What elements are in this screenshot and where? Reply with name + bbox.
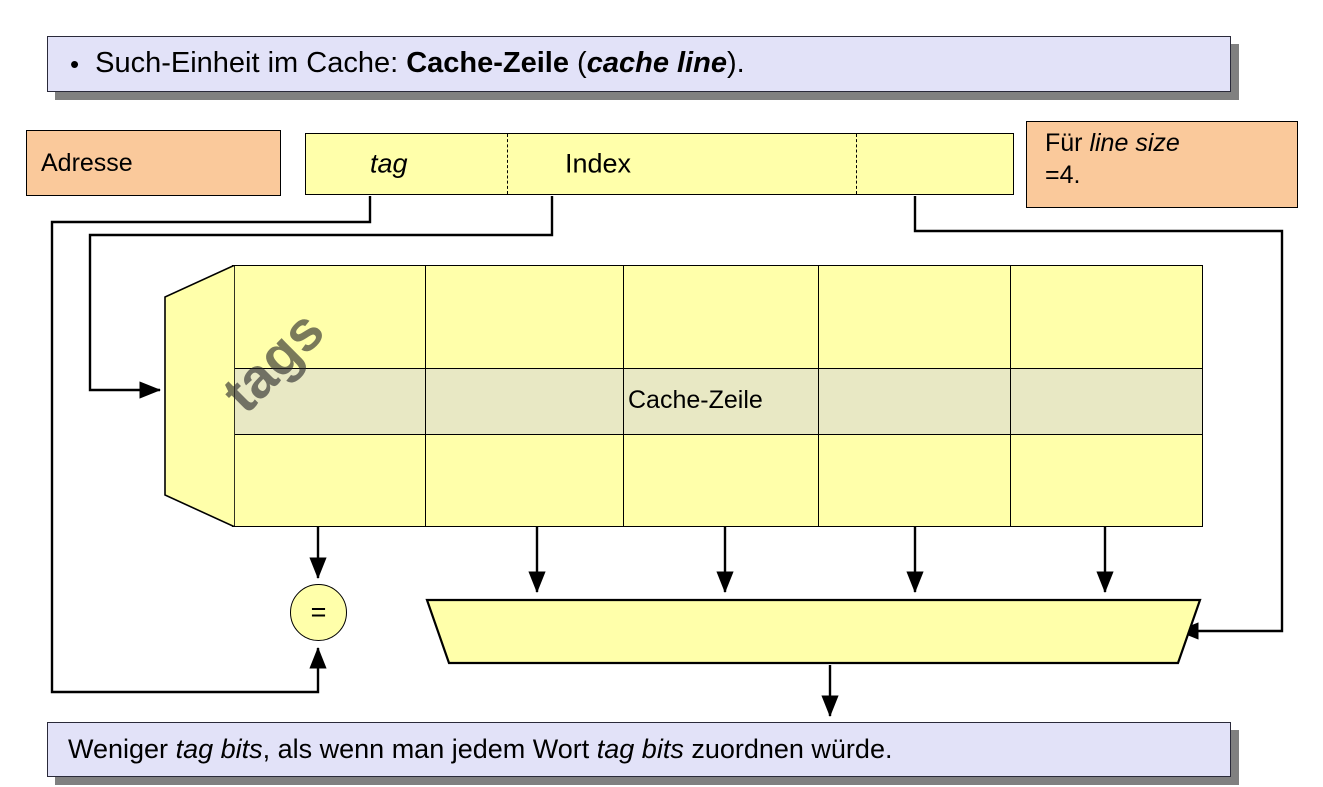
comparator-equals: = <box>290 584 347 641</box>
cache-cell <box>1010 265 1203 369</box>
header-callout: • Such-Einheit im Cache: Cache-Zeile (ca… <box>47 36 1231 92</box>
cache-cell-highlighted <box>1010 368 1203 435</box>
note-line-2: =4. <box>1045 161 1081 189</box>
cache-cell <box>232 265 426 369</box>
note-line-1: Für line size <box>1045 129 1180 157</box>
cache-cell <box>818 265 1011 369</box>
bullet-icon: • <box>70 49 80 79</box>
header-text: Such-Einheit im Cache: Cache-Zeile (cach… <box>95 47 745 80</box>
cache-cell <box>232 434 426 527</box>
cache-cell <box>623 265 819 369</box>
addr-divider-index-offset <box>856 134 857 194</box>
output-multiplexer <box>425 598 1202 665</box>
cache-line-label: Cache-Zeile <box>628 386 763 414</box>
cache-cell <box>818 434 1011 527</box>
comparator-symbol: = <box>310 597 327 627</box>
address-label-box: Adresse <box>26 130 281 196</box>
cache-cell-highlighted <box>425 368 624 435</box>
cache-cell-highlighted <box>818 368 1011 435</box>
addr-field-index-label: Index <box>565 148 632 179</box>
address-field-bar: tag Index <box>305 133 1014 195</box>
cache-cell <box>425 434 624 527</box>
addr-divider-tag-index <box>507 134 508 194</box>
tag-column-shape <box>164 265 235 527</box>
addr-field-tag-label: tag <box>370 148 408 179</box>
footer-callout: Weniger tag bits, als wenn man jedem Wor… <box>47 722 1231 777</box>
cache-cell-highlighted <box>623 368 819 435</box>
cache-cell <box>425 265 624 369</box>
cache-cell-highlighted <box>232 368 426 435</box>
cache-cell <box>623 434 819 527</box>
footer-text: Weniger tag bits, als wenn man jedem Wor… <box>68 733 893 764</box>
cache-cell <box>1010 434 1203 527</box>
address-label: Adresse <box>41 148 133 177</box>
line-size-note-box: Für line size =4. <box>1026 121 1298 208</box>
